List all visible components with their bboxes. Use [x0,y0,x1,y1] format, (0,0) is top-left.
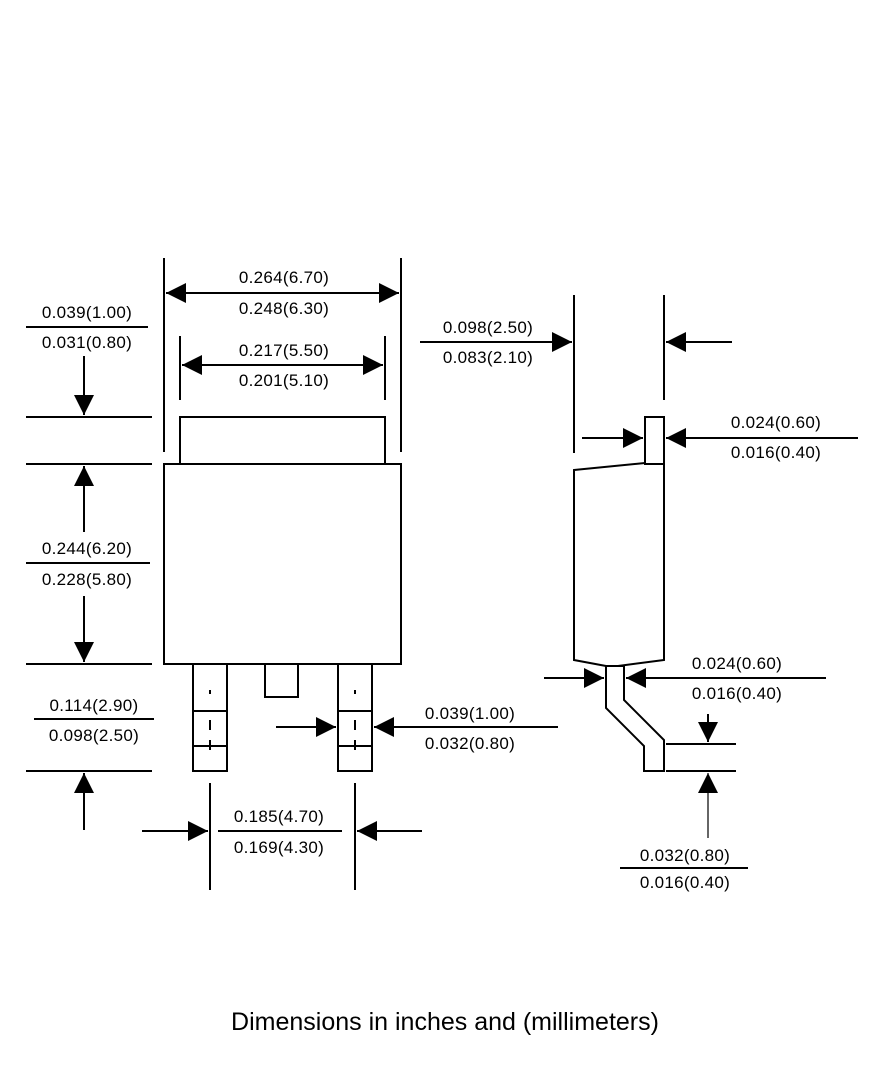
body-thickness-dimension: 0.098(2.50) 0.083(2.10) [420,295,732,453]
tab-thickness-min: 0.016(0.40) [731,443,821,462]
side-tab [644,416,665,465]
side-body [573,462,665,667]
lead-length-min: 0.098(2.50) [49,726,139,745]
lead-thickness-max: 0.024(0.60) [692,654,782,673]
overall-width-max: 0.264(6.70) [239,268,329,287]
front-view: 0.264(6.70) 0.248(6.30) 0.217(5.50) 0.20… [26,258,558,890]
tab-width-min: 0.201(5.10) [239,371,329,390]
standoff-max: 0.032(0.80) [640,846,730,865]
tab-width-max: 0.217(5.50) [239,341,329,360]
dimensions-caption: Dimensions in inches and (millimeters) [231,1008,659,1036]
overall-width-dimension: 0.264(6.70) 0.248(6.30) [163,258,402,452]
center-lead-stub [264,663,299,698]
body-thickness-min: 0.083(2.10) [443,348,533,367]
package-tab [179,416,386,465]
overall-width-min: 0.248(6.30) [239,299,329,318]
standoff-min: 0.016(0.40) [640,873,730,892]
lead-pitch-min: 0.169(4.30) [234,838,324,857]
lead-width-dimension: 0.039(1.00) 0.032(0.80) [276,704,558,753]
tab-width-dimension: 0.217(5.50) 0.201(5.10) [179,336,386,400]
lead-pitch-dimension: 0.185(4.70) 0.169(4.30) [142,783,422,890]
lead-width-max: 0.039(1.00) [425,704,515,723]
tab-thickness-dimension: 0.024(0.60) 0.016(0.40) [582,413,858,462]
tab-height-max: 0.039(1.00) [42,303,132,322]
package-body [163,463,402,665]
lead-width-min: 0.032(0.80) [425,734,515,753]
body-height-min: 0.228(5.80) [42,570,132,589]
right-lead [337,663,373,772]
tab-thickness-max: 0.024(0.60) [731,413,821,432]
standoff-dimension: 0.032(0.80) 0.016(0.40) [620,714,748,892]
lead-thickness-min: 0.016(0.40) [692,684,782,703]
lead-thickness-dimension: 0.024(0.60) 0.016(0.40) [544,654,826,703]
lead-length-max: 0.114(2.90) [50,696,139,715]
body-height-max: 0.244(6.20) [42,539,132,558]
side-lead [605,665,665,772]
tab-height-min: 0.031(0.80) [42,333,132,352]
lead-length-dimension: 0.114(2.90) 0.098(2.50) [26,696,154,830]
tab-height-dimension: 0.039(1.00) 0.031(0.80) [26,303,152,418]
side-view: 0.098(2.50) 0.083(2.10) 0.024(0.60) 0.01… [420,295,858,892]
body-height-dimension: 0.244(6.20) 0.228(5.80) [26,463,152,665]
left-lead [192,663,228,772]
lead-pitch-max: 0.185(4.70) [234,807,324,826]
body-thickness-max: 0.098(2.50) [443,318,533,337]
